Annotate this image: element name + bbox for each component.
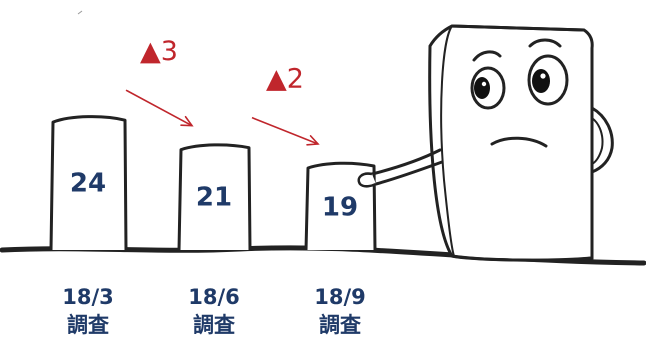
- deltas-layer: ▲3 ▲2: [125, 36, 320, 146]
- delta-label-1: ▲3: [140, 36, 178, 67]
- bar-3: [304, 161, 377, 251]
- bar-value-1: 24: [70, 168, 106, 198]
- delta-arrowhead-2: [306, 135, 320, 146]
- delta-label-2: ▲2: [266, 64, 304, 95]
- bar-2: [177, 143, 252, 251]
- bar-1: [49, 115, 128, 251]
- delta-arrow-1: [125, 89, 193, 127]
- worried-box-character-icon: [357, 24, 614, 262]
- bar-value-2: 21: [196, 183, 232, 213]
- delta-arrow-2: [251, 116, 319, 145]
- stray-mark: [77, 10, 83, 15]
- delta-arrowhead-1: [180, 115, 194, 127]
- bars-layer: 24 21 19: [49, 115, 377, 251]
- bar-value-3: 19: [322, 192, 358, 222]
